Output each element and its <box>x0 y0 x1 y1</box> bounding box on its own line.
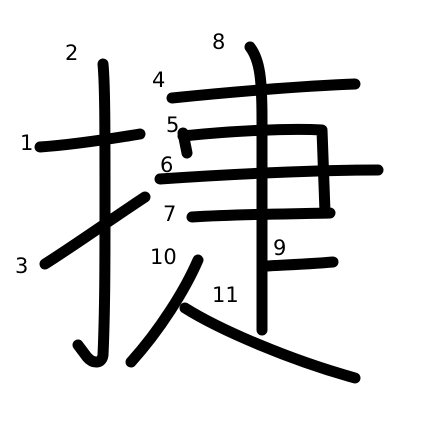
stroke-1 <box>34 128 146 153</box>
stroke-2 <box>72 58 111 368</box>
stroke-6 <box>154 164 384 185</box>
stroke-number-3: 3 <box>15 254 28 278</box>
stroke-number-8: 8 <box>212 30 225 54</box>
stroke-10 <box>125 254 204 368</box>
stroke-number-9: 9 <box>273 236 286 260</box>
stroke-number-2: 2 <box>65 41 78 65</box>
stroke-3 <box>39 191 151 270</box>
stroke-number-labels: 1 2 3 4 5 6 7 8 9 10 11 <box>15 30 286 307</box>
kanji-strokes <box>34 41 384 384</box>
stroke-9 <box>259 256 339 272</box>
stroke-number-10: 10 <box>150 245 177 269</box>
stroke-number-1: 1 <box>20 131 33 155</box>
stroke-number-6: 6 <box>160 153 173 177</box>
stroke-11 <box>179 302 361 384</box>
stroke-number-11: 11 <box>212 283 239 307</box>
stroke-number-7: 7 <box>163 202 176 226</box>
stroke-number-5: 5 <box>166 113 179 137</box>
stroke-8 <box>244 41 268 336</box>
stroke-number-4: 4 <box>152 68 165 92</box>
